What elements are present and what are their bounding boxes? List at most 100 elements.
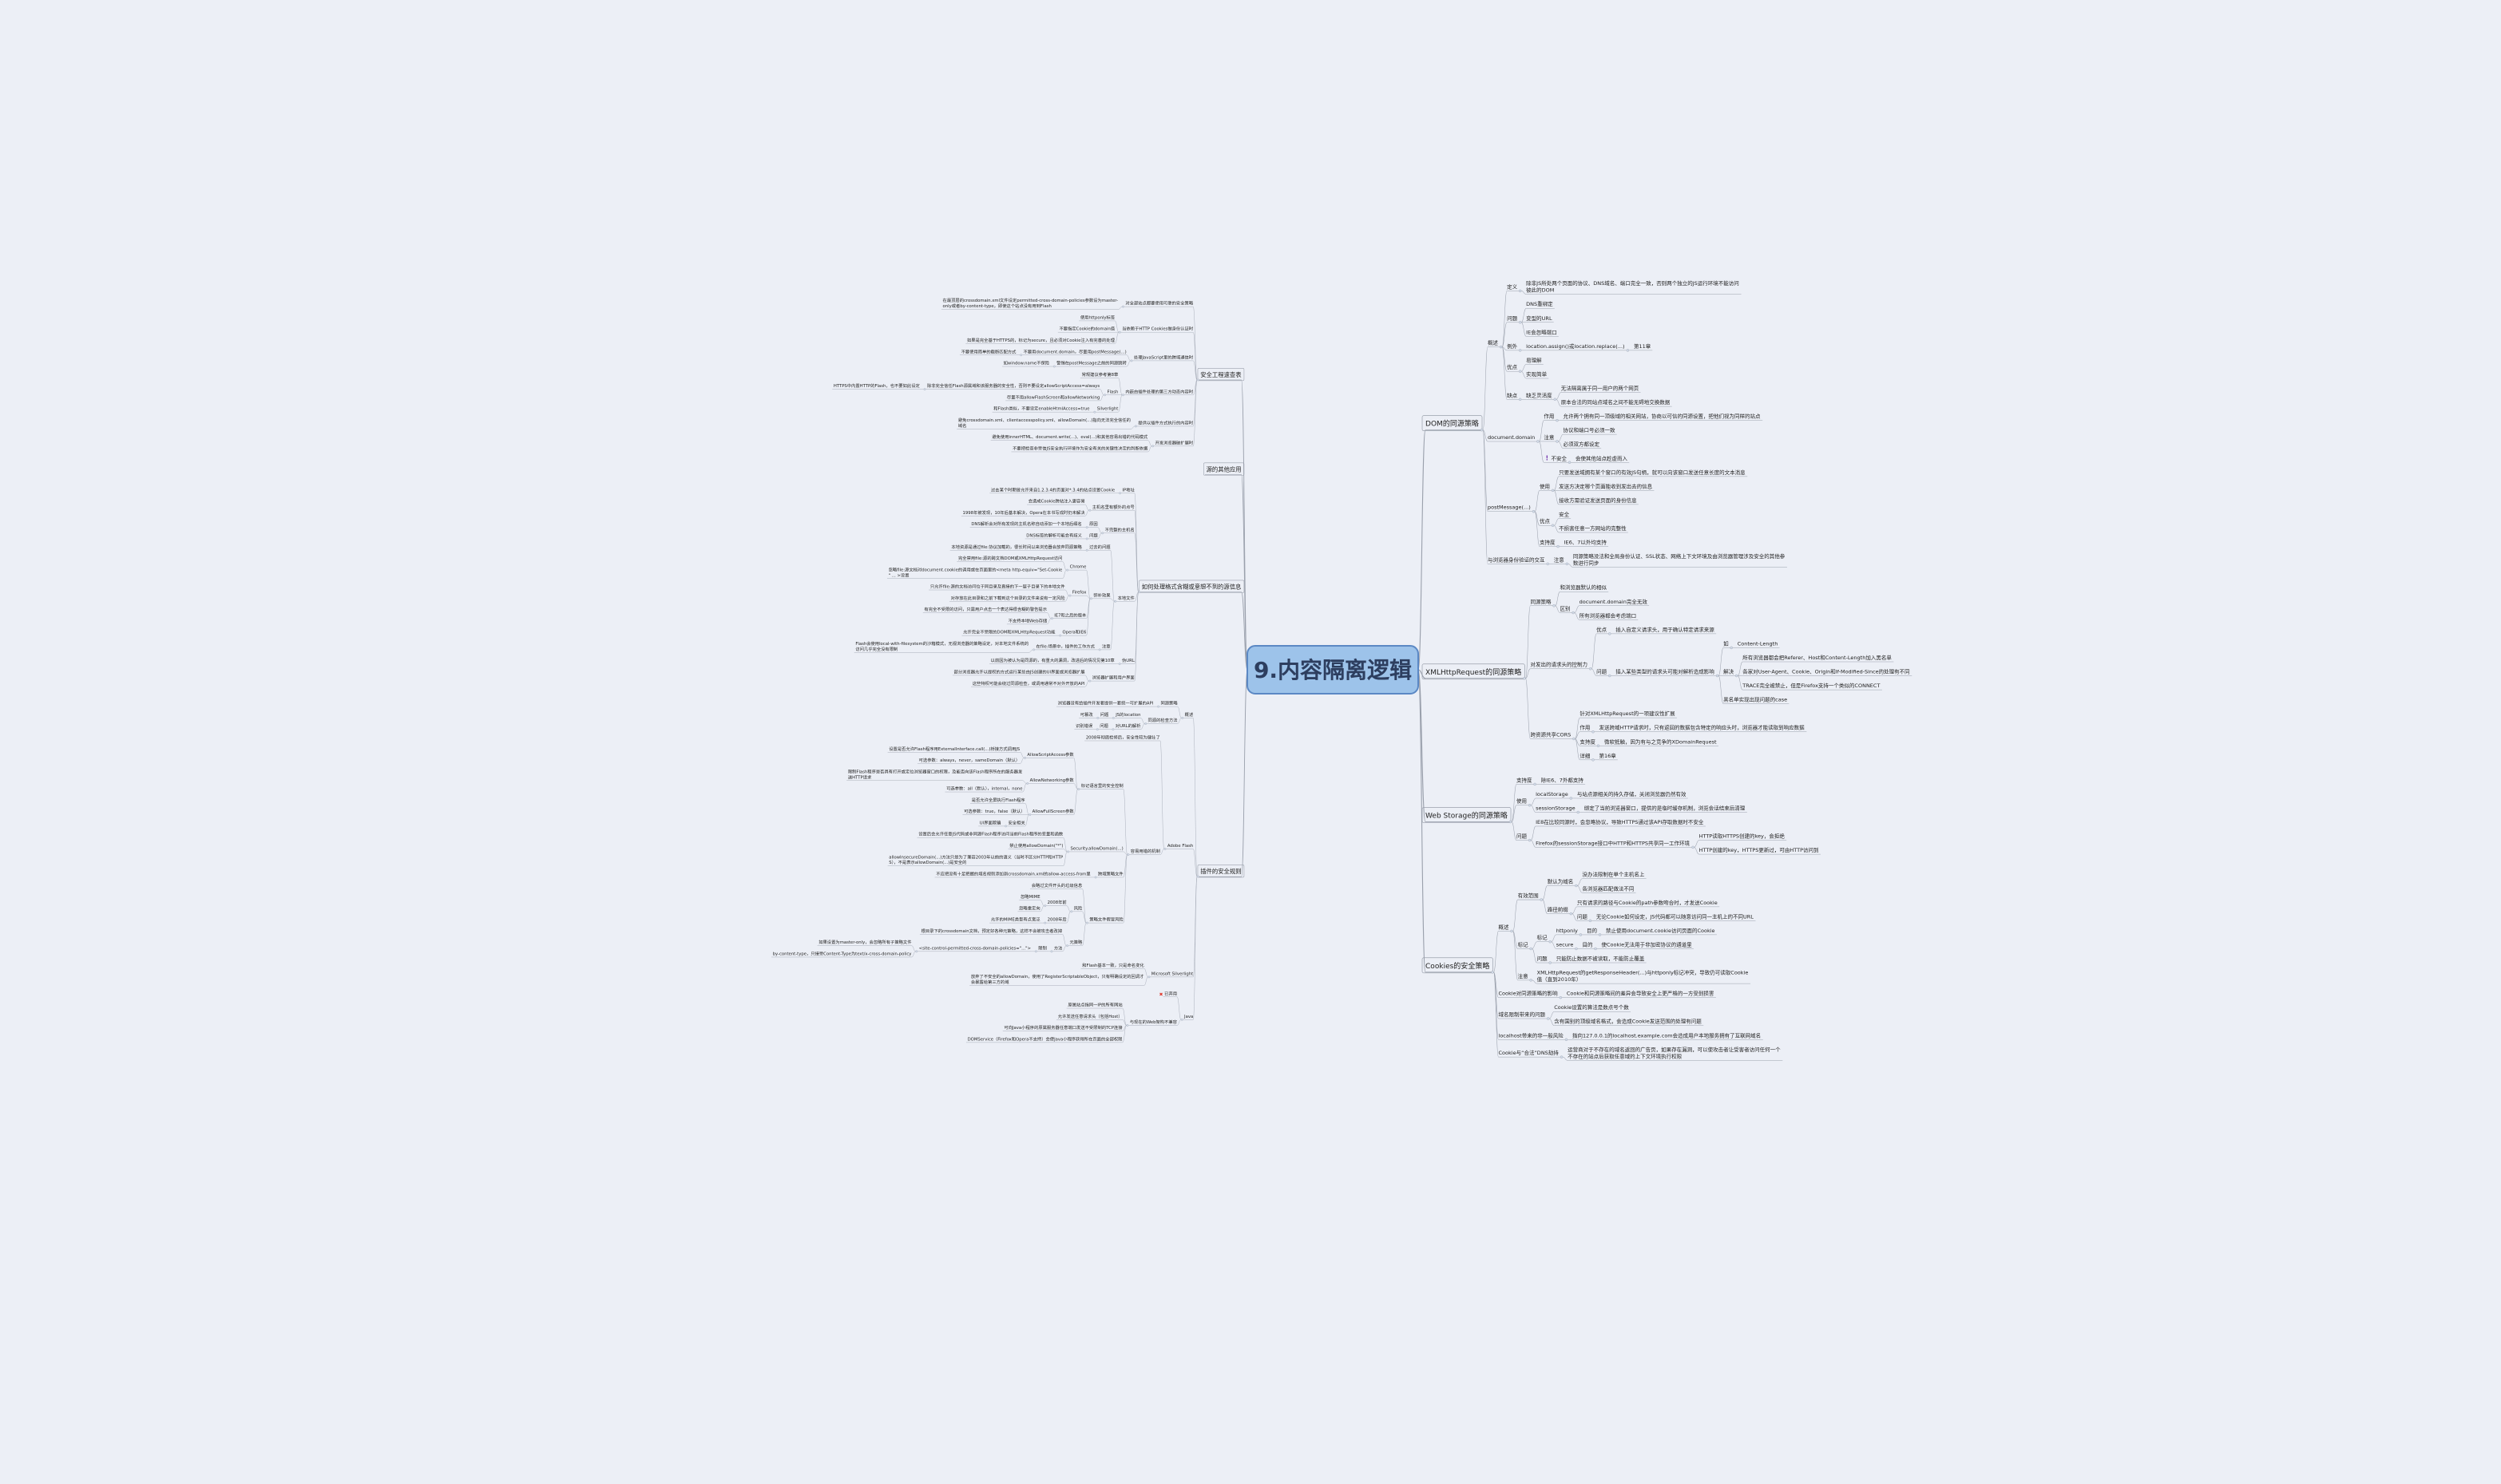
topic-node[interactable]: IE7和之后的版本 — [1052, 611, 1087, 619]
collapse-dot-icon[interactable] — [1528, 838, 1532, 842]
topic-node[interactable]: 定义 — [1507, 283, 1520, 291]
topic-node[interactable]: 常规建议参考第8章 — [1080, 371, 1119, 378]
topic-node[interactable]: 同源策略没法和全局身份认证、SSL状态、网络上下文环境及由浏览器管理涉及安全的其… — [1573, 552, 1787, 568]
collapse-dot-icon[interactable] — [1556, 440, 1559, 443]
topic-node[interactable]: by-content-type，只接受Content-Type为text/x-c… — [771, 951, 912, 958]
topic-node[interactable]: 不支持本地Web存储 — [1006, 617, 1048, 625]
topic-node[interactable]: 对全部站点都要使用可靠的安全策略 — [1124, 300, 1194, 307]
topic-node[interactable]: 与浏览器身份验证的交互 — [1488, 556, 1547, 564]
topic-node[interactable]: AllowScriptAccess参数 — [1025, 751, 1075, 758]
topic-node[interactable]: 问题 — [1516, 833, 1529, 841]
collapse-dot-icon[interactable] — [1088, 509, 1092, 512]
topic-node[interactable]: 实现简单 — [1526, 370, 1549, 379]
topic-node[interactable]: 禁止使用allowDomain("*") — [1008, 842, 1064, 849]
collapse-dot-icon[interactable] — [1085, 537, 1088, 540]
topic-node[interactable]: 主机名里有额外的点号 — [1091, 504, 1135, 511]
collapse-dot-icon[interactable] — [1536, 440, 1540, 443]
collapse-dot-icon[interactable] — [1533, 782, 1536, 786]
topic-node[interactable]: 第16章 — [1599, 752, 1618, 761]
topic-node[interactable]: 默认为域名 — [1547, 878, 1576, 886]
collapse-dot-icon[interactable] — [1565, 562, 1569, 566]
topic-node[interactable]: 设置是否允许Flash程序用ExternalInterface.call(...… — [887, 746, 1021, 753]
collapse-dot-icon[interactable] — [1112, 728, 1115, 731]
collapse-dot-icon[interactable] — [1101, 532, 1104, 535]
topic-node[interactable]: 2008年彻底检修后，安全性较为健壮了 — [1084, 734, 1160, 742]
topic-node[interactable]: 允许完全不受限的DOM和XMLHttpRequest功能 — [961, 629, 1056, 636]
collapse-dot-icon[interactable] — [1510, 929, 1513, 933]
topic-node[interactable]: 问题 — [1576, 913, 1589, 921]
topic-node[interactable]: 忽略file:源文档对document.cookie的调用或在页面里的<meta… — [886, 566, 1063, 579]
collapse-dot-icon[interactable] — [1518, 349, 1522, 352]
collapse-dot-icon[interactable] — [1529, 947, 1532, 951]
topic-node[interactable]: Cookie与“合法”DNS劫持 — [1498, 1049, 1561, 1058]
topic-node[interactable]: 风险 — [1072, 904, 1083, 912]
topic-node[interactable]: UI界面欺骗 — [978, 819, 1001, 827]
topic-node[interactable]: 尽量不用allowFlashScreen和allowNetworking — [1005, 394, 1100, 402]
topic-node[interactable]: DNS解析会对所有发现的主机名称自动添加一个本地后缀名 — [969, 520, 1083, 528]
branch-topic-box[interactable] — [1139, 580, 1245, 593]
topic-node[interactable]: 可篡改 — [1079, 711, 1093, 718]
topic-node[interactable]: 注意 — [1100, 643, 1111, 651]
topic-node[interactable]: IE6、7以外均支持 — [1564, 539, 1609, 547]
topic-node[interactable]: 跨域策略文件 — [1096, 871, 1124, 878]
topic-node[interactable]: DOMService（Firefox和Opera不支持）会使Java小程序获得所… — [965, 1035, 1123, 1043]
collapse-dot-icon[interactable] — [1556, 418, 1559, 422]
topic-node[interactable]: 如果是完全基于HTTPS的，标记为secure，且必须对Cookie注入有完善的… — [965, 337, 1116, 344]
collapse-dot-icon[interactable] — [1547, 1017, 1550, 1020]
topic-node[interactable]: 目的 — [1586, 927, 1599, 936]
topic-node[interactable]: TRACE完全被禁止，但是Firefox支持一个类似的CONNECT — [1742, 682, 1882, 691]
topic-node[interactable]: 安全相关 — [1006, 819, 1026, 827]
topic-node[interactable]: secure — [1556, 941, 1576, 949]
topic-node[interactable]: 可选参数：always，never，sameDomain（默认） — [917, 757, 1021, 764]
topic-node[interactable]: 含有国别的顶级域名格式，会造成Cookie发送范围的处理有问题 — [1554, 1018, 1704, 1027]
topic-node[interactable]: IE8在比较同源时，会忽略协议，导致HTTPS通过该API存取数据时不安全 — [1536, 818, 1706, 827]
collapse-dot-icon[interactable] — [1104, 394, 1107, 397]
collapse-dot-icon[interactable] — [1591, 758, 1595, 762]
collapse-dot-icon[interactable] — [1147, 975, 1151, 979]
collapse-dot-icon[interactable] — [1122, 394, 1124, 397]
topic-node[interactable]: 这些特权可能会绕过同源检查，或调用通常不对外开放的API — [971, 680, 1085, 687]
collapse-dot-icon[interactable] — [1066, 944, 1068, 948]
collapse-dot-icon[interactable] — [1551, 489, 1555, 493]
topic-node[interactable]: Java — [1183, 1015, 1194, 1020]
collapse-dot-icon[interactable] — [1130, 359, 1133, 362]
topic-node[interactable]: 区别 — [1560, 605, 1572, 613]
topic-node[interactable]: <site-control-permitted-cross-domain-pol… — [918, 946, 1032, 952]
topic-node[interactable]: 根目录下的crossdomain文档，预定好各种元策略，这样不会被攻击者改掉 — [919, 928, 1063, 935]
collapse-dot-icon[interactable] — [1114, 600, 1117, 603]
branch-topic-box[interactable] — [1203, 462, 1245, 476]
topic-node[interactable]: Chrome — [1068, 565, 1087, 571]
topic-node[interactable]: 支持度 — [1540, 539, 1557, 547]
topic-node[interactable]: 缺点 — [1507, 391, 1520, 400]
topic-node[interactable]: 使用 — [1516, 797, 1529, 805]
branch-topic[interactable]: 如何处理格式含糊或意想不到的源信息 — [1139, 580, 1245, 593]
topic-node[interactable]: Cookie设置的算法是数点号个数 — [1554, 1003, 1631, 1012]
collapse-dot-icon[interactable] — [1086, 921, 1088, 924]
collapse-dot-icon[interactable] — [1579, 933, 1583, 936]
topic-node[interactable]: Opera和IE6 — [1060, 629, 1087, 636]
collapse-dot-icon[interactable] — [1029, 813, 1032, 817]
topic-node[interactable]: 避免crossdomain.xml、clientaccesspolicy.xml… — [957, 417, 1132, 429]
topic-node[interactable]: sessionStorage — [1536, 805, 1577, 813]
topic-node[interactable]: 禁止使用document.cookie访问页面的Cookie — [1606, 927, 1717, 936]
topic-node[interactable]: 缺乏灵活度 — [1526, 391, 1554, 400]
topic-node[interactable]: 放弃了不安全的allowDomain，使用了RegisterScriptable… — [969, 973, 1144, 986]
topic-node[interactable]: 部分浏览器允许以提权的方式运行某些由JS创建的UI界面或浏览器扩展 — [952, 668, 1085, 676]
collapse-dot-icon[interactable] — [1067, 850, 1070, 853]
topic-node[interactable]: 与现在的Web架构不兼容 — [1128, 1019, 1178, 1026]
collapse-dot-icon[interactable] — [1093, 410, 1096, 414]
topic-node[interactable]: 作用 — [1544, 413, 1556, 421]
topic-node[interactable]: HTTPS中内置HTTP的Flash，也不要如此设定 — [832, 382, 920, 390]
collapse-dot-icon[interactable] — [1196, 875, 1199, 878]
topic-node[interactable]: 弥补效果 — [1092, 592, 1112, 600]
collapse-dot-icon[interactable] — [1196, 378, 1199, 382]
topic-node[interactable]: 识别错误 — [1074, 722, 1093, 730]
topic-node[interactable]: 有完全不受限的访问，只需用户点击一个表达得很含糊的警告提示 — [922, 606, 1048, 613]
topic-node[interactable]: 允许两个拥有同一顶级域的相关网站，协商以可信的同源设置，把他们视为同样的站点 — [1564, 413, 1763, 421]
topic-node[interactable]: 会造成Cookie跨站注入更容易 — [1027, 498, 1085, 505]
collapse-dot-icon[interactable] — [1180, 1018, 1183, 1021]
collapse-dot-icon[interactable] — [1591, 730, 1595, 734]
topic-node[interactable]: 无论Cookie如何设定，JS代码都可以随意访问同一主机上的不同URL — [1595, 912, 1756, 921]
collapse-dot-icon[interactable] — [1118, 330, 1121, 334]
collapse-dot-icon[interactable] — [1596, 744, 1600, 747]
